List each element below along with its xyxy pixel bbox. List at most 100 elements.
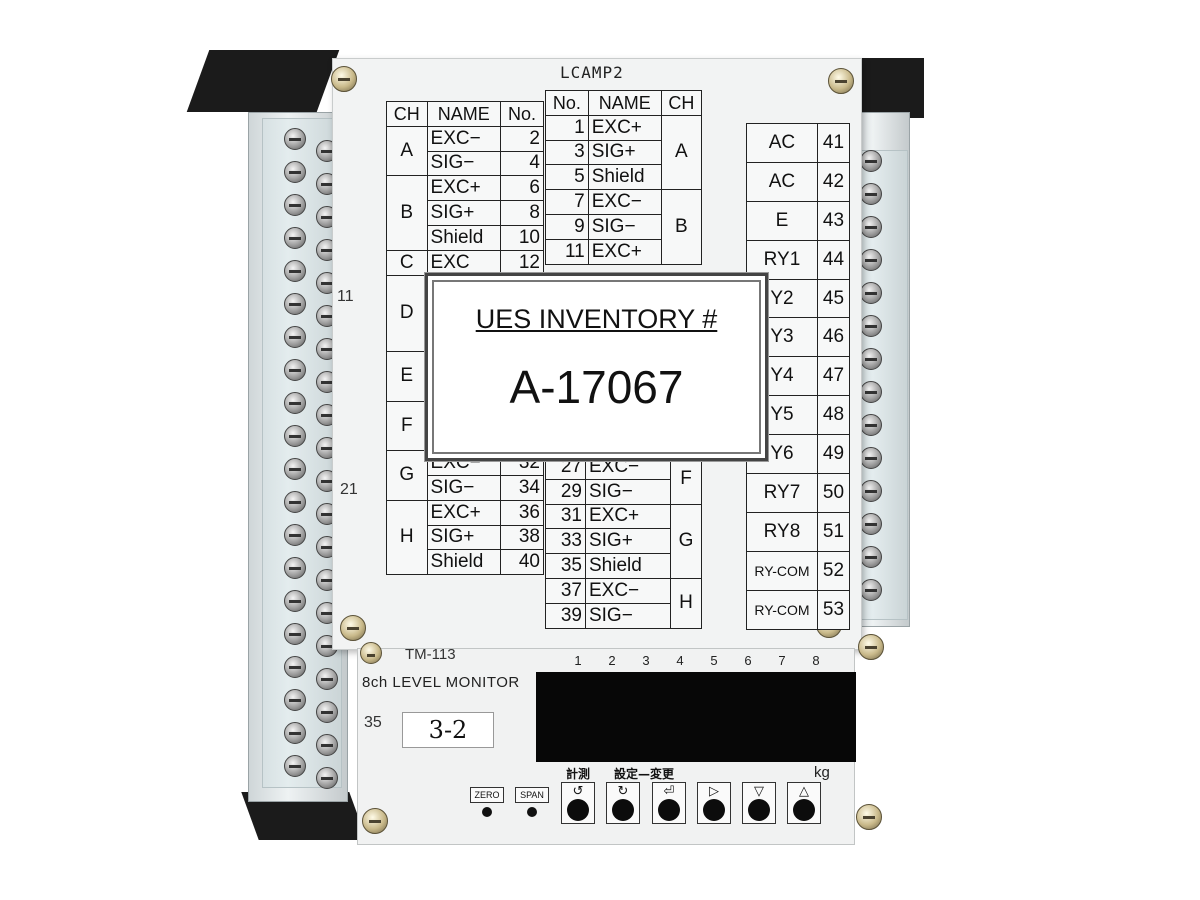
terminal-screw	[284, 557, 306, 579]
front-screw-top-right	[858, 634, 884, 660]
terminal-name: EXC+	[584, 503, 672, 530]
terminal-name: EXC+	[426, 175, 501, 202]
table-row: SIG+38	[387, 524, 545, 551]
terminal-number: 5	[545, 164, 589, 191]
terminal-name: EXC+	[426, 499, 501, 526]
terminal-number: 35	[545, 553, 586, 579]
channel-cell: C	[386, 249, 428, 276]
terminal-name: SIG+	[584, 528, 672, 555]
terminal-number: 41	[816, 123, 851, 163]
terminal-name: SIG−	[426, 150, 501, 177]
terminal-name: E	[746, 200, 818, 241]
measure-key[interactable]: ↺	[561, 782, 595, 824]
up-key[interactable]: △	[787, 782, 821, 824]
terminal-name: RY1	[746, 239, 818, 280]
left-table-header-row: CH NAME No.	[386, 101, 545, 127]
terminal-number: 33	[545, 528, 586, 555]
channel-cell: B	[660, 189, 703, 265]
terminal-name: SIG−	[587, 213, 662, 240]
terminal-screw	[284, 425, 306, 447]
table-row: SIG−4	[387, 150, 545, 177]
rotate-right-icon: ↻	[617, 784, 629, 799]
terminal-number: 12	[499, 249, 545, 276]
terminal-screw	[284, 392, 306, 414]
terminal-screw	[284, 656, 306, 678]
terminal-number: 31	[545, 503, 586, 530]
terminal-screw	[860, 216, 882, 238]
terminal-number: 8	[499, 200, 545, 226]
left-mounting-bracket	[186, 50, 340, 112]
terminal-name: RY-COM	[746, 550, 818, 591]
terminal-screw	[284, 524, 306, 546]
level-display	[536, 672, 856, 762]
terminal-name: Shield	[426, 549, 501, 576]
side-label-upper: 11	[337, 288, 354, 305]
zero-button[interactable]: ZERO	[470, 787, 504, 803]
channel-digit: 8	[812, 653, 820, 668]
terminal-screw	[284, 458, 306, 480]
table-row: SIG−34	[387, 474, 545, 501]
terminal-screw	[284, 293, 306, 315]
terminal-number: 9	[545, 213, 589, 240]
terminal-screw	[860, 480, 882, 502]
front-screw-bottom-left	[362, 808, 388, 834]
key-cap	[567, 799, 589, 821]
span-button[interactable]: SPAN	[515, 787, 549, 803]
terminal-number: 3	[545, 139, 589, 166]
setting-key[interactable]: ↻	[606, 782, 640, 824]
panel-screw-top-right	[828, 68, 854, 94]
channel-digit: 7	[778, 653, 786, 668]
front-screw-top-left	[360, 642, 382, 664]
channel-cell: H	[386, 499, 428, 576]
terminal-number: 40	[499, 549, 545, 576]
channel-cell: D	[386, 274, 428, 352]
key-cap	[612, 799, 634, 821]
terminal-screw	[284, 161, 306, 183]
terminal-screw	[860, 183, 882, 205]
side-label-bottom: 35	[364, 714, 382, 731]
rotate-left-icon: ↺	[572, 784, 584, 799]
down-arrow-icon: ▽	[754, 784, 764, 799]
span-indicator	[527, 807, 537, 817]
channel-cell: H	[670, 577, 702, 629]
terminal-number: 43	[816, 200, 851, 241]
channel-digit: 6	[744, 653, 752, 668]
terminal-name: EXC	[426, 249, 501, 276]
terminal-number: 7	[545, 189, 589, 215]
right-key[interactable]: ▷	[697, 782, 731, 824]
channel-cell: G	[386, 450, 428, 501]
key-cap	[658, 799, 680, 821]
header-ch: CH	[386, 101, 428, 127]
terminal-screw	[284, 128, 306, 150]
terminal-name: AC	[746, 123, 818, 163]
channel-digit: 3	[642, 653, 650, 668]
terminal-number: 48	[816, 395, 851, 436]
terminal-screw	[284, 359, 306, 381]
side-label-lower: 21	[340, 481, 358, 498]
terminal-name: EXC−	[426, 125, 501, 152]
header-ch: CH	[660, 90, 703, 116]
terminal-screw	[284, 755, 306, 777]
terminal-screw	[284, 590, 306, 612]
terminal-screw	[860, 315, 882, 337]
inventory-label: UES INVENTORY # A-17067	[425, 273, 768, 461]
key-cap	[748, 799, 770, 821]
enter-key[interactable]: ⏎	[652, 782, 686, 824]
terminal-number: 10	[499, 224, 545, 251]
down-key[interactable]: ▽	[742, 782, 776, 824]
channel-digit: 5	[710, 653, 718, 668]
terminal-number: 37	[545, 577, 586, 604]
